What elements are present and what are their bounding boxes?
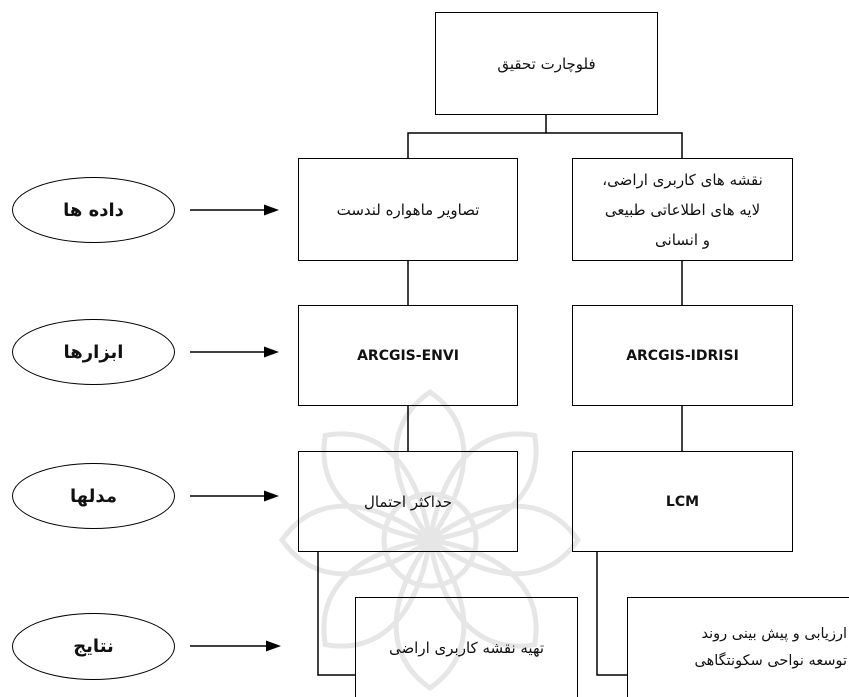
tools-box-arcgis-envi: ARCGIS-ENVI — [298, 305, 518, 406]
stage-label-tools: ابزارها — [12, 319, 175, 385]
tools-box-arcgis-idrisi-text: ARCGIS-IDRISI — [626, 347, 739, 364]
models-box-lcm-text: LCM — [665, 493, 700, 510]
arrow-tools-head — [264, 346, 279, 358]
arrow-data-head — [264, 204, 279, 216]
arrow-models-head — [264, 490, 279, 502]
connector-branch — [407, 132, 683, 158]
results-box-landuse-map-text: تهیه نقشه کاربری اراضی — [388, 638, 545, 657]
flowchart-title-box: فلوچارت تحقیق — [435, 12, 658, 115]
tools-box-arcgis-idrisi: ARCGIS-IDRISI — [572, 305, 793, 406]
stage-label-results-text: نتایج — [73, 636, 114, 657]
watermark-petal — [425, 503, 582, 577]
flowchart-title: فلوچارت تحقیق — [497, 54, 596, 73]
data-box-landuse-line-2: لایه های اطلاعاتی طبیعی — [604, 200, 761, 219]
watermark-petal — [278, 503, 435, 577]
watermark-petal — [393, 535, 467, 692]
models-box-max-likelihood-text: حداکثر احتمال — [363, 492, 453, 511]
stage-label-models: مدلها — [12, 463, 175, 529]
stage-label-tools-text: ابزارها — [63, 341, 124, 363]
data-box-landuse-line-1: نقشه های کاربری اراضی، — [602, 170, 763, 189]
stage-label-data: داده ها — [12, 177, 175, 243]
watermark-petal — [321, 431, 434, 544]
watermark-petal — [426, 431, 539, 544]
data-box-landsat: تصاویر ماهواره لندست — [298, 158, 518, 261]
connector-models-results-left — [317, 552, 355, 676]
results-box-settlement-line-1: ارزیابی و پیش بینی روند — [701, 625, 847, 642]
stage-label-results: نتایج — [12, 613, 175, 680]
models-box-lcm: LCM — [572, 451, 793, 552]
watermark-petal — [426, 536, 539, 649]
watermark-petal — [393, 388, 467, 545]
data-box-landuse-line-3: و انسانی — [655, 230, 710, 249]
results-box-settlement-line-2: توسعه نواحی سکونتگاهی — [694, 652, 847, 669]
stage-label-models-text: مدلها — [70, 485, 117, 507]
data-box-landuse-layers: نقشه های کاربری اراضی، لایه های اطلاعاتی… — [572, 158, 793, 261]
stage-label-data-text: داده ها — [63, 199, 124, 221]
watermark-center — [381, 491, 479, 589]
watermark-petal — [321, 536, 434, 649]
data-box-landsat-text: تصاویر ماهواره لندست — [336, 200, 480, 219]
arrow-results-head — [266, 640, 281, 652]
models-box-max-likelihood: حداکثر احتمال — [298, 451, 518, 552]
results-box-settlement-forecast: ارزیابی و پیش بینی روند توسعه نواحی سکون… — [627, 597, 849, 697]
results-box-landuse-map: تهیه نقشه کاربری اراضی — [355, 597, 578, 697]
tools-box-arcgis-envi-text: ARCGIS-ENVI — [357, 347, 459, 364]
connector-models-results-right — [596, 552, 627, 676]
